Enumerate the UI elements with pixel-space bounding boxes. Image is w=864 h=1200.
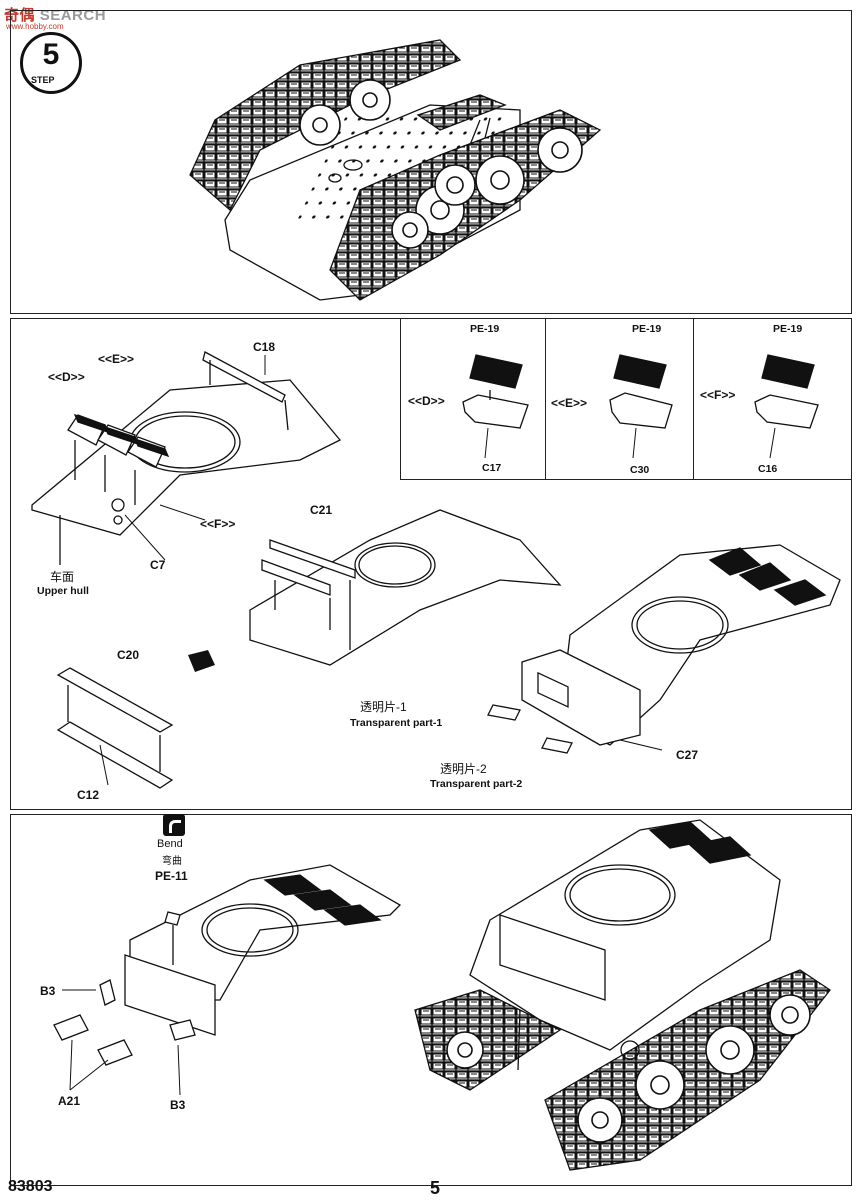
inset-d-part: C17: [482, 462, 502, 474]
step-word: STEP: [31, 75, 55, 85]
label-variant-d: <<D>>: [48, 370, 85, 384]
watermark: 奇偶 SEARCH: [4, 4, 106, 25]
label-transparent-1-en: Transparent part-1: [350, 717, 443, 729]
inset-f-pe: PE-19: [773, 323, 803, 335]
label-bend-en: Bend: [157, 838, 183, 850]
step-badge: 5 STEP: [20, 32, 82, 94]
inset-box-f: [693, 318, 852, 480]
label-c21: C21: [310, 503, 333, 517]
chassis-bottom-view: [189, 39, 602, 301]
label-c12: C12: [77, 788, 100, 802]
step-panel-top: [10, 10, 852, 314]
inset-e-pe: PE-19: [632, 323, 662, 335]
label-upper-hull-cn: 车面: [50, 570, 75, 584]
inset-e-part: C30: [630, 464, 650, 476]
bend-icon: [163, 814, 185, 836]
label-transparent-1-cn: 透明片-1: [360, 700, 407, 714]
footer-model-code: 83803: [8, 1178, 53, 1195]
label-c7: C7: [150, 558, 166, 572]
hull-front-assembly-view: [53, 864, 402, 1066]
label-bend-cn: 弯曲: [162, 856, 182, 867]
inset-f-part: C16: [758, 463, 778, 475]
label-c20: C20: [117, 648, 140, 662]
label-variant-e: <<E>>: [98, 352, 135, 366]
label-a21: A21: [58, 1094, 81, 1108]
label-b3-left: B3: [40, 984, 56, 998]
label-variant-f: <<F>>: [200, 517, 236, 531]
label-pe-11: PE-11: [155, 869, 188, 883]
inset-d-variant: <<D>>: [408, 394, 445, 408]
inset-d-pe: PE-19: [470, 323, 500, 335]
label-b3-bottom: B3: [170, 1098, 186, 1112]
watermark-search: SEARCH: [39, 7, 107, 24]
inset-e-variant: <<E>>: [551, 396, 588, 410]
completed-hull-view: [414, 819, 831, 1171]
watermark-url: www.hobby.com: [6, 22, 64, 31]
inset-f-variant: <<F>>: [700, 388, 736, 402]
step-panel-bottom: [10, 814, 852, 1186]
label-transparent-2-en: Transparent part-2: [430, 778, 523, 790]
step-number: 5: [42, 38, 60, 71]
inset-illustrations: [462, 354, 819, 429]
label-transparent-2-cn: 透明片-2: [440, 762, 487, 776]
label-c18: C18: [253, 340, 276, 354]
upper-hull-detail-view: [31, 351, 841, 789]
footer-page-number: 5: [430, 1178, 441, 1198]
label-upper-hull-en: Upper hull: [37, 585, 89, 597]
watermark-brand: 奇偶: [4, 7, 36, 24]
label-c27: C27: [676, 748, 699, 762]
